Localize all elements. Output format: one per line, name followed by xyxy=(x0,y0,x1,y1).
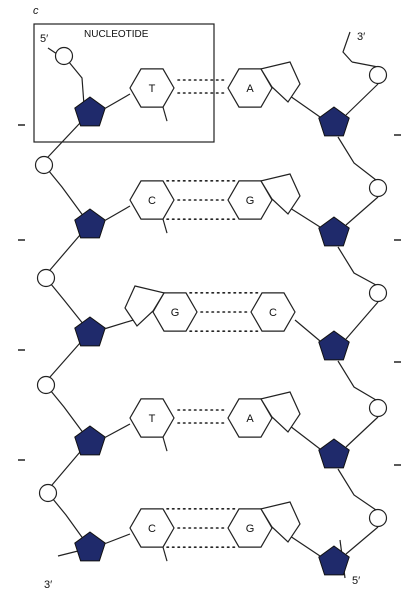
left-top-end-label: 5′ xyxy=(40,33,48,45)
phosphate-group xyxy=(368,283,388,303)
phosphate-group xyxy=(36,375,56,395)
glycosidic-bond xyxy=(289,207,321,228)
base-ring xyxy=(129,68,175,108)
glycosidic-bond xyxy=(103,533,131,545)
left-backbone-link xyxy=(49,234,81,271)
base-ring xyxy=(260,501,301,543)
right-top-end-label: 3′ xyxy=(357,31,365,43)
margin-ticks xyxy=(18,124,401,466)
left-backbone-link xyxy=(47,492,85,541)
left-backbone-link xyxy=(45,277,85,326)
base-ring xyxy=(129,398,175,438)
methyl-group xyxy=(162,546,168,562)
right-backbone-link xyxy=(345,416,379,448)
deoxyribose-sugar xyxy=(318,106,350,137)
figure-label: c xyxy=(33,5,39,17)
phosphate-group xyxy=(34,155,54,175)
base-ring xyxy=(260,173,301,215)
base-ring xyxy=(129,180,175,220)
phosphate-group xyxy=(54,46,74,66)
base-ring xyxy=(124,285,165,327)
base-letter-right: A xyxy=(246,83,254,95)
deoxyribose-sugar xyxy=(74,425,106,456)
right-backbone-link xyxy=(337,360,377,401)
glycosidic-bond xyxy=(294,319,321,342)
left-backbone-link xyxy=(47,122,81,158)
right-backbone-link xyxy=(351,61,379,68)
base-letter-right: C xyxy=(269,307,277,319)
deoxyribose-sugar xyxy=(318,545,350,576)
base-ring xyxy=(260,61,301,103)
left-backbone-link xyxy=(45,384,85,435)
base-ring xyxy=(260,391,301,433)
right-backbone-link xyxy=(345,196,379,226)
base-ring xyxy=(152,292,198,332)
glycosidic-bond xyxy=(289,535,321,557)
glycosidic-bond xyxy=(103,93,131,110)
nucleotide-label: NUCLEOTIDE xyxy=(84,29,149,40)
right-backbone-link xyxy=(337,136,377,181)
methyl-group xyxy=(162,436,168,452)
glycosidic-bond xyxy=(289,95,321,118)
phosphate-group xyxy=(38,483,58,503)
base-letter-right: A xyxy=(246,413,254,425)
deoxyribose-sugar xyxy=(74,208,106,239)
left-backbone-link xyxy=(51,451,81,486)
deoxyribose-sugar xyxy=(74,531,106,562)
deoxyribose-sugar xyxy=(74,96,106,127)
nucleotide-box xyxy=(33,23,215,143)
right-backbone-link xyxy=(345,83,379,116)
base-letter-left: T xyxy=(149,83,156,95)
deoxyribose-sugar xyxy=(318,438,350,469)
left-backbone-link xyxy=(63,55,85,106)
base-letter-left: T xyxy=(149,413,156,425)
deoxyribose-sugar xyxy=(74,316,106,347)
glycosidic-bond xyxy=(289,425,321,450)
deoxyribose-sugar xyxy=(318,330,350,361)
base-letter-left: G xyxy=(171,307,180,319)
right-backbone-link xyxy=(337,246,377,286)
sugar-phosphate-backbone xyxy=(34,46,388,576)
phosphate-group xyxy=(36,268,56,288)
base-letter-right: G xyxy=(246,195,255,207)
methyl-group xyxy=(162,106,168,122)
glycosidic-bond xyxy=(103,205,131,222)
phosphate-group xyxy=(368,65,388,85)
left-backbone-link xyxy=(49,342,81,378)
right-backbone-link xyxy=(345,526,379,555)
right-backbone-link xyxy=(337,468,377,511)
left-bottom-end-label: 3′ xyxy=(44,579,52,591)
base-ring xyxy=(250,292,296,332)
glycosidic-bond xyxy=(103,423,131,439)
deoxyribose-sugar xyxy=(318,216,350,247)
right-bottom-end-label: 5′ xyxy=(352,575,360,587)
right-backbone-link xyxy=(345,301,379,340)
phosphate-group xyxy=(368,178,388,198)
left-backbone-link xyxy=(43,164,85,218)
base-ring xyxy=(129,508,175,548)
phosphate-group xyxy=(368,508,388,528)
phosphate-group xyxy=(368,398,388,418)
base-letter-right: G xyxy=(246,523,255,535)
methyl-group xyxy=(162,218,168,234)
base-letter-left: C xyxy=(148,523,156,535)
base-letter-left: C xyxy=(148,195,156,207)
